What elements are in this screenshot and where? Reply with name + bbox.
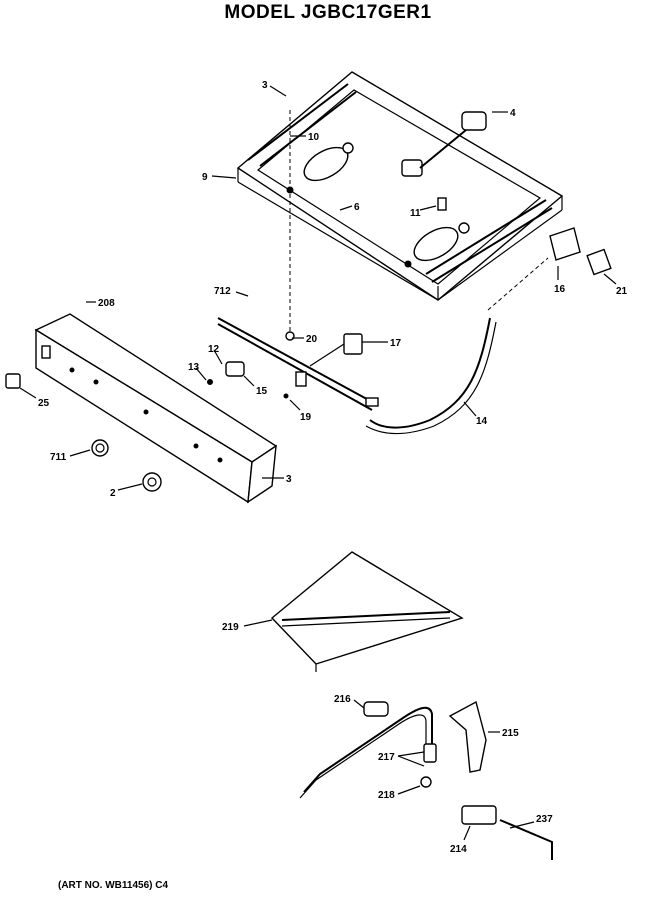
label-16: 16 [554,284,566,295]
label-237: 237 [536,814,553,825]
art-number: (ART NO. WB11456) C4 [58,880,169,891]
label-21: 21 [616,286,628,297]
label-13: 13 [188,362,200,373]
label-20: 20 [306,334,318,345]
control-panel [34,313,278,504]
label-12: 12 [208,344,220,355]
label-208: 208 [98,298,115,309]
label-11: 11 [410,208,421,219]
label-2: 2 [110,488,116,499]
switch-part [549,227,612,276]
label-3-bottom: 3 [286,474,292,485]
label-3-top: 3 [262,80,268,91]
label-25: 25 [38,398,50,409]
label-17: 17 [390,338,402,349]
label-711: 711 [50,452,67,463]
label-217: 217 [378,752,395,763]
broiler-shield [270,551,464,672]
lower-tube [303,706,433,793]
label-6: 6 [354,202,360,213]
label-218: 218 [378,790,395,801]
manifold [207,317,379,411]
label-712: 712 [214,286,231,297]
label-218-top: 216 [334,694,351,705]
label-4: 4 [510,108,516,119]
burner-frame [236,71,564,301]
page-title: MODEL JGBC17GER1 [224,2,432,23]
gas-tube [369,317,491,429]
label-9: 9 [202,172,208,183]
label-219: 219 [222,622,239,633]
label-15: 15 [256,386,268,397]
label-215: 215 [502,728,519,739]
label-14: 14 [476,416,488,427]
label-214: 214 [450,844,467,855]
label-19: 19 [300,412,312,423]
label-10: 10 [308,132,320,143]
